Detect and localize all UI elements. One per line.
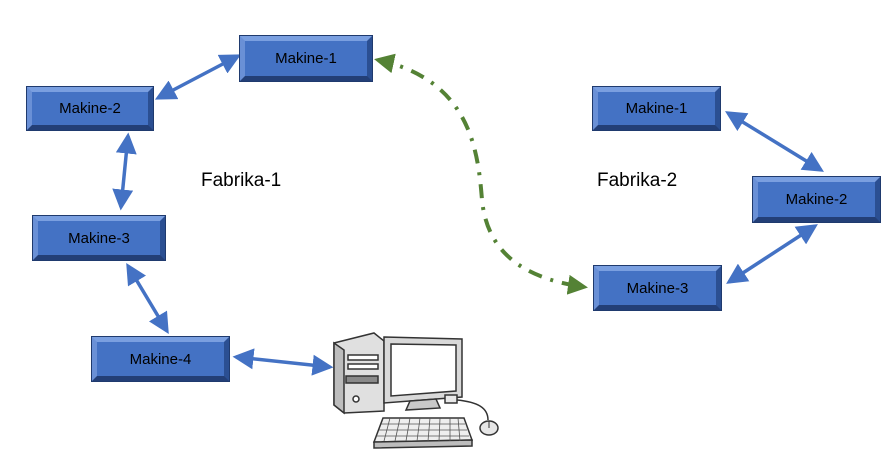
f1-machine-2-label: Makine-2 [59,100,121,117]
f2-machine-1: Makine-1 [592,86,721,131]
f1-machine-4: Makine-4 [91,336,230,382]
link-f1-m3-m4 [126,262,169,335]
link-inter-factory [374,53,588,295]
factory-2-label: Fabrika-2 [597,170,678,191]
f2-machine-2: Makine-2 [752,176,881,223]
link-f1-m1-m2 [154,54,242,100]
f1-machine-3: Makine-3 [32,215,166,261]
link-f1-m2-m3 [112,132,137,211]
f2-machine-2-label: Makine-2 [785,191,848,208]
f2-machine-3: Makine-3 [593,265,722,311]
link-f2-m1-m2 [725,111,824,172]
link-f1-m4-computer [232,348,334,376]
f1-machine-3-label: Makine-3 [68,229,130,247]
f2-machine-1-label: Makine-1 [625,100,688,117]
f1-machine-1-label: Makine-1 [275,50,337,67]
factory-1-label: Fabrika-1 [201,170,282,191]
f1-machine-1: Makine-1 [239,35,373,82]
f2-machine-3-label: Makine-3 [626,279,689,297]
f1-machine-4-label: Makine-4 [129,350,192,368]
link-f2-m2-m3 [726,224,818,284]
desktop-computer-icon [333,332,499,449]
f1-machine-2: Makine-2 [26,86,154,131]
